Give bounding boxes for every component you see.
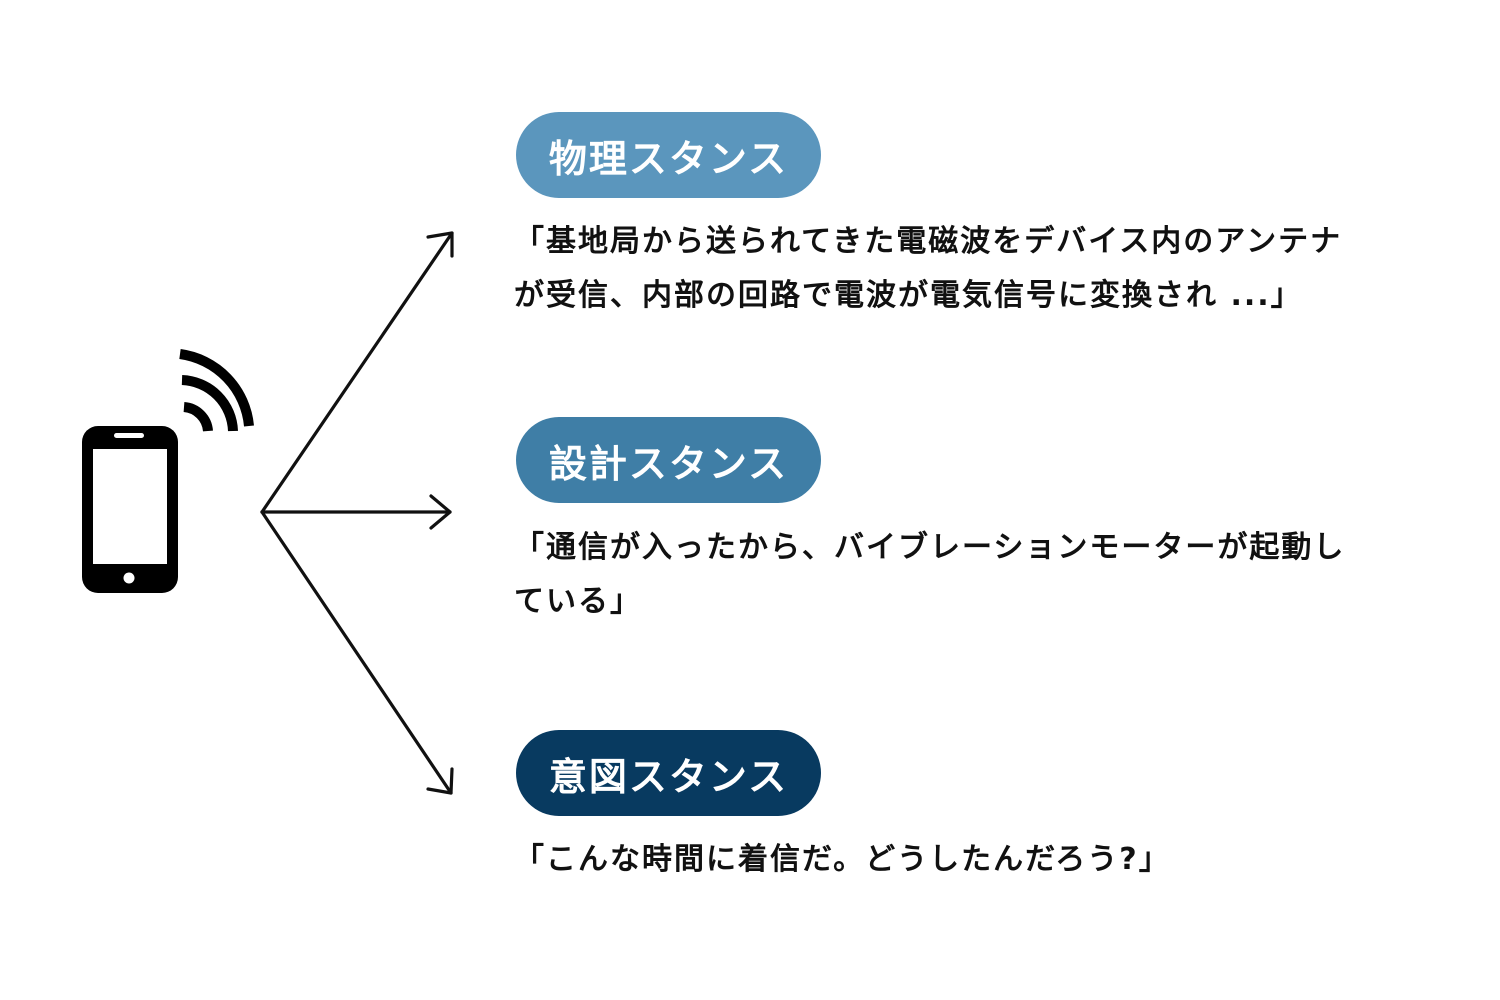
design-stance-label: 設計スタンス xyxy=(516,417,821,503)
physical-stance-quote: 「基地局から送られてきた電磁波をデバイス内のアンテナ が受信、内部の回路で電波が… xyxy=(514,215,1424,323)
intentional-stance-quote: 「こんな時間に着信だ。どうしたんだろう?」 xyxy=(514,833,1424,887)
branch-arrows xyxy=(260,231,454,795)
arrow-line-physical xyxy=(260,231,454,514)
physical-stance-quote-line-2: が受信、内部の回路で電波が電気信号に変換され ...」 xyxy=(514,278,1303,313)
intentional-stance-quote-line-1: 「こんな時間に着信だ。どうしたんだろう?」 xyxy=(514,842,1171,877)
design-stance-quote: 「通信が入ったから、バイブレーションモーターが起動し ている」 xyxy=(514,521,1424,629)
physical-stance-quote-line-1: 「基地局から送られてきた電磁波をデバイス内のアンテナ xyxy=(514,224,1343,259)
arrowhead-design xyxy=(429,494,452,530)
smartphone-icon xyxy=(82,426,178,593)
arrow-line-intent xyxy=(260,510,453,795)
arrowhead-physical xyxy=(426,231,454,258)
design-stance-quote-line-2: ている」 xyxy=(514,584,642,619)
design-stance-quote-line-1: 「通信が入ったから、バイブレーションモーターが起動し xyxy=(514,530,1346,565)
arrowhead-intent xyxy=(426,767,454,795)
intentional-stance-label: 意図スタンス xyxy=(516,730,821,816)
physical-stance-label: 物理スタンス xyxy=(516,112,821,198)
wifi-signal-icon xyxy=(179,349,254,432)
